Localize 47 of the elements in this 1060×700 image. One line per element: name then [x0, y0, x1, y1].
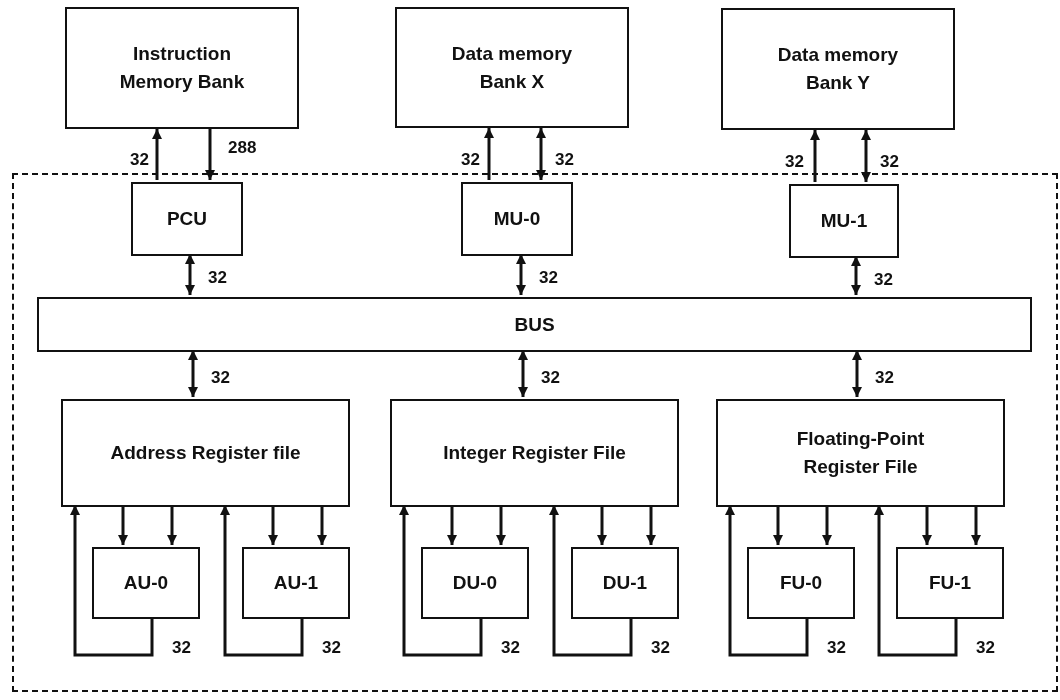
- arrow: [971, 505, 981, 545]
- register-file-box: Address Register file: [61, 399, 350, 507]
- unit-box: DU-1: [571, 547, 679, 619]
- arrow: [536, 128, 546, 180]
- arrow: [518, 350, 528, 397]
- arrow: [646, 505, 656, 545]
- arrow: [725, 505, 809, 657]
- arrow: [516, 254, 526, 295]
- arrow: [549, 505, 633, 657]
- arrow: [496, 505, 506, 545]
- arrow: [810, 130, 820, 182]
- arrow: [70, 505, 154, 657]
- memory-box: Data memory Bank X: [395, 7, 629, 128]
- arrow: [268, 505, 278, 545]
- arrow: [118, 505, 128, 545]
- memory-box: Instruction Memory Bank: [65, 7, 299, 129]
- chip-boundary: [12, 173, 1058, 692]
- register-file-box: Floating-Point Register File: [716, 399, 1005, 507]
- arrow: [205, 129, 215, 180]
- arrow: [447, 505, 457, 545]
- unit-box: DU-0: [421, 547, 529, 619]
- arrow: [185, 254, 195, 295]
- arrow: [822, 505, 832, 545]
- unit-box: AU-1: [242, 547, 350, 619]
- register-file-box: Integer Register File: [390, 399, 679, 507]
- arrow: [851, 256, 861, 295]
- unit-box: PCU: [131, 182, 243, 256]
- arrow: [852, 350, 862, 397]
- memory-box: Data memory Bank Y: [721, 8, 955, 130]
- unit-box: FU-0: [747, 547, 855, 619]
- arrow: [861, 130, 871, 182]
- arrow: [188, 350, 198, 397]
- unit-box: AU-0: [92, 547, 200, 619]
- arrow: [399, 505, 483, 657]
- arrow: [317, 505, 327, 545]
- arrow: [484, 128, 494, 180]
- arrow: [167, 505, 177, 545]
- arrow: [922, 505, 932, 545]
- unit-box: MU-0: [461, 182, 573, 256]
- arrow: [597, 505, 607, 545]
- arrow: [220, 505, 304, 657]
- unit-box: FU-1: [896, 547, 1004, 619]
- bus-bar: BUS: [37, 297, 1032, 352]
- arrow: [874, 505, 958, 657]
- arrow: [152, 129, 162, 180]
- unit-box: MU-1: [789, 184, 899, 258]
- arrow: [773, 505, 783, 545]
